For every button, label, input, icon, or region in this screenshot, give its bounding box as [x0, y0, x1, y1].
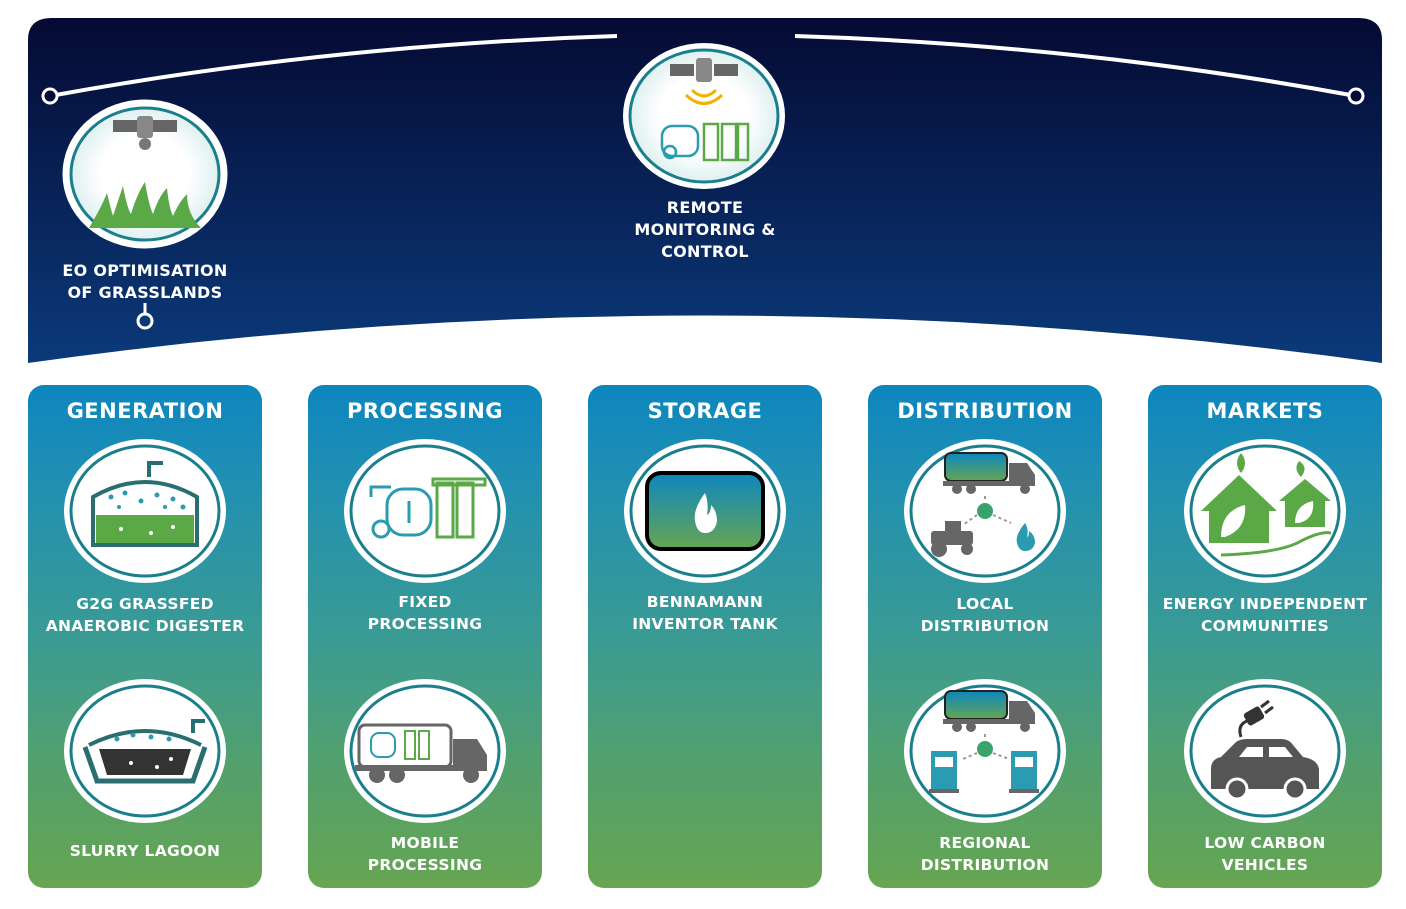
eo-label: EO OPTIMISATION OF GRASSLANDS: [62, 261, 228, 302]
item-label: SLURRY LAGOON: [69, 842, 221, 860]
processing-truck-icon: [341, 677, 509, 825]
column-title: PROCESSING: [346, 399, 504, 423]
column-processing: PROCESSING FIXED PROCESSING: [308, 385, 542, 888]
item-label: MOBILE PROCESSING: [367, 834, 483, 874]
green-houses-icon: [1181, 437, 1349, 585]
item-label: ENERGY INDEPENDENT COMMUNITIES: [1162, 595, 1368, 635]
item-label: REGIONAL DISTRIBUTION: [920, 834, 1050, 874]
anaerobic-digester-icon: [61, 437, 229, 585]
slurry-lagoon-icon: [61, 677, 229, 825]
eo-grasslands-node: [61, 98, 229, 250]
item-label: BENNAMANN INVENTOR TANK: [632, 593, 778, 633]
column-title: DISTRIBUTION: [897, 399, 1073, 423]
column-title: GENERATION: [66, 399, 224, 423]
processing-plant-icon: [341, 437, 509, 585]
grass-icon: [89, 182, 201, 228]
satellite-signal-icon: [670, 58, 738, 105]
regional-distribution-icon: [901, 677, 1069, 825]
remote-label: REMOTE MONITORING & CONTROL: [634, 198, 776, 261]
local-distribution-icon: [901, 437, 1069, 585]
column-title: MARKETS: [1206, 399, 1324, 423]
remote-monitoring-node: [620, 40, 788, 192]
gas-tank-flame-icon: [621, 437, 789, 585]
column-distribution: DISTRIBUTION LOCAL DISTRIBUTION: [868, 385, 1102, 888]
item-label: G2G GRASSFED ANAEROBIC DIGESTER: [45, 595, 245, 635]
item-label: LOW CARBON VEHICLES: [1204, 834, 1326, 874]
column-title: STORAGE: [647, 399, 763, 423]
column-storage: STORAGE BENNAMANN INVENTOR TANK: [588, 385, 822, 888]
processing-plant-small-icon: [660, 122, 750, 162]
electric-car-icon: [1181, 677, 1349, 825]
column-generation: GENERATION G2G GRASSFED ANAEROBIC DIGEST…: [28, 385, 262, 888]
column-markets: MARKETS ENERGY INDEPENDENT COMMUNITIES: [1148, 385, 1382, 888]
satellite-icon: [113, 116, 177, 150]
top-band: [28, 18, 1382, 363]
item-label: FIXED PROCESSING: [367, 593, 483, 633]
item-label: LOCAL DISTRIBUTION: [920, 595, 1050, 635]
orbit-arc-right: [794, 34, 1357, 98]
orbit-arc-left: [49, 34, 618, 98]
